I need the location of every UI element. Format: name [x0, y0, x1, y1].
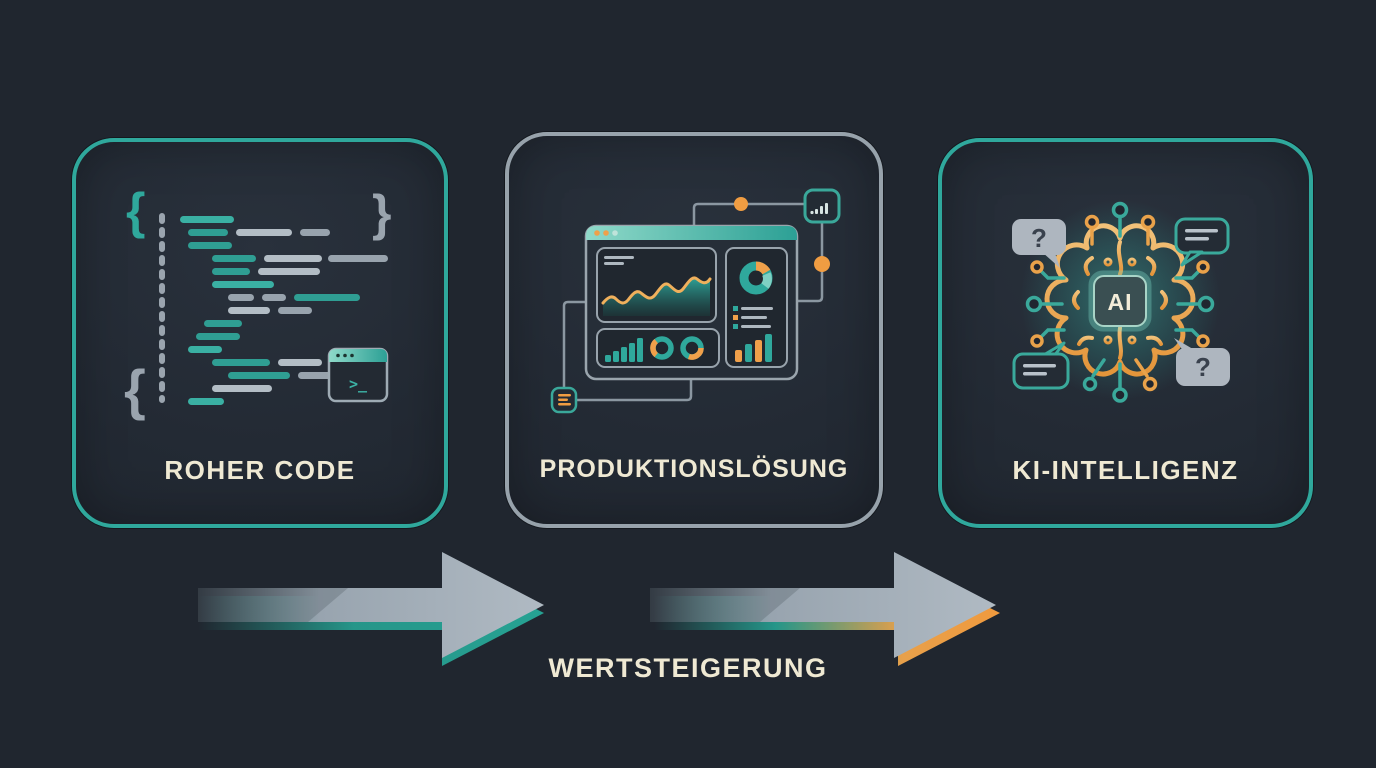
arrow-right-icon	[198, 552, 544, 666]
circuit-traces	[1025, 201, 1215, 403]
card-label-production-solution: PRODUKTIONSLÖSUNG	[539, 455, 849, 483]
card-ai-intelligence: AI ?	[938, 138, 1313, 528]
card-raw-code: { } {	[72, 138, 448, 528]
browser-header	[586, 226, 797, 240]
ai-brain-illustration: AI ?	[1012, 200, 1230, 403]
brain-icon	[1044, 223, 1196, 377]
card-label-raw-code: ROHER CODE	[164, 455, 356, 485]
window-dot	[603, 230, 609, 236]
question-bubble-top-left: ?	[1012, 219, 1066, 268]
raw-code-illustration: { } {	[124, 183, 391, 421]
ai-chip-label: AI	[1108, 289, 1133, 315]
dashboard-illustration	[550, 188, 841, 414]
question-bubble-bottom-right: ?	[1174, 338, 1230, 386]
flow-caption: WERTSTEIGERUNG	[548, 653, 828, 683]
line-chart-panel	[596, 247, 717, 323]
question-mark: ?	[1195, 352, 1211, 382]
chat-bubble-bottom-left	[1012, 341, 1070, 390]
arrow-right-icon	[650, 552, 1000, 666]
list-node-icon	[550, 386, 578, 414]
mini-stats-panel	[596, 328, 720, 368]
analytics-panel	[725, 247, 788, 368]
connector-wires	[562, 202, 824, 402]
trend-line	[601, 276, 712, 305]
question-mark: ?	[1031, 223, 1047, 253]
window-dot	[612, 230, 618, 236]
wire-node-dot	[734, 197, 748, 211]
card-production-solution: PRODUKTIONSLÖSUNG	[505, 132, 883, 528]
terminal-icon: >_	[327, 347, 389, 403]
open-brace-bottom-icon: {	[124, 358, 146, 421]
close-brace-icon: }	[372, 185, 391, 241]
open-brace-icon: {	[126, 183, 145, 239]
window-dot	[594, 230, 600, 236]
ai-chip-icon: AI	[1088, 270, 1152, 332]
bar-chart-node-icon	[803, 188, 841, 224]
browser-window	[584, 224, 799, 381]
chat-bubble-top-right	[1174, 217, 1230, 267]
terminal-prompt: >_	[349, 375, 368, 393]
card-label-ai-intelligence: KI-INTELLIGENZ	[1012, 455, 1239, 485]
wire-node-dot	[814, 256, 830, 272]
code-lines	[180, 216, 388, 405]
